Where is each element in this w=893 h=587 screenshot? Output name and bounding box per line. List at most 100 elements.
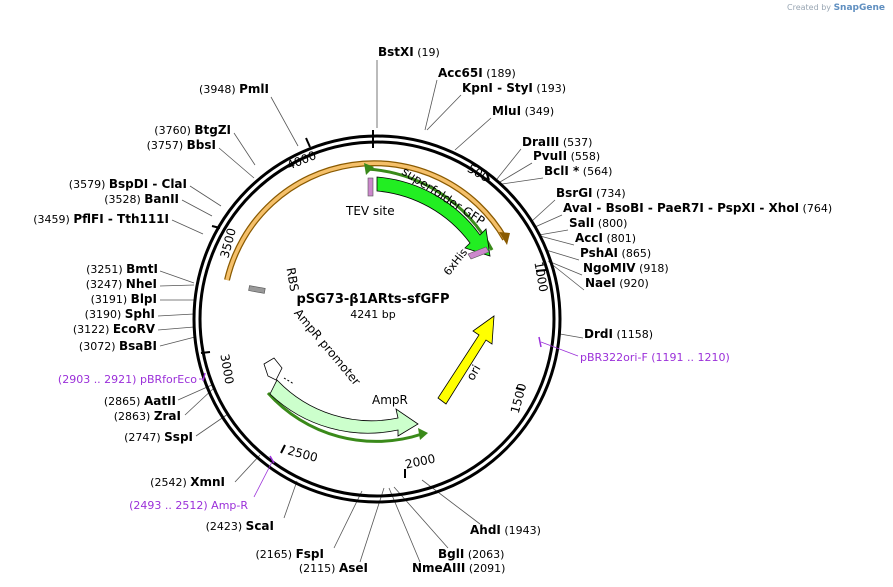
6xhis-feature (467, 246, 490, 260)
restriction-site-label: (3528) BanII (104, 192, 179, 206)
site-position: (2542) (150, 476, 187, 489)
site-name: SphI (125, 307, 155, 321)
site-name: BanII (144, 192, 179, 206)
site-position: (3122) (73, 323, 110, 336)
site-position: (3459) (33, 213, 70, 226)
tev-site-label: TEV site (345, 204, 395, 218)
tick-4000: 4000 (285, 148, 319, 172)
site-leader-line (181, 199, 213, 217)
restriction-site-label: AhdI (1943) (470, 523, 541, 537)
site-name: DrdI (584, 327, 613, 341)
site-leader-line (501, 177, 544, 185)
site-leader-line (531, 199, 556, 222)
site-leader-line (545, 249, 580, 261)
restriction-site-label: DraIII (537) (522, 135, 592, 149)
plasmid-backbone-inner (198, 140, 556, 498)
site-leader-line (159, 284, 195, 287)
position-ticks (200, 130, 547, 478)
site-position: (801) (606, 232, 636, 245)
site-name: PflFI - Tth111I (73, 212, 169, 226)
site-leader-line (539, 235, 575, 246)
restriction-site-label: NmeAIII (2091) (412, 561, 505, 575)
site-name: DraIII (522, 135, 559, 149)
primer-label: pBR322ori-F (1191 .. 1210) (580, 351, 730, 364)
restriction-site-label: BsrGI (734) (556, 186, 626, 200)
site-leader-line (270, 96, 299, 147)
primer-label: (2493 .. 2512) Amp-R (129, 499, 248, 512)
restriction-site-label: AvaI - BsoBI - PaeR7I - PspXI - XhoI (76… (563, 201, 832, 215)
site-name: BtgZI (194, 123, 231, 137)
restriction-site-label: (2747) SspI (124, 430, 193, 444)
site-position: (3072) (79, 340, 116, 353)
site-position: (564) (583, 165, 613, 178)
site-name: AhdI (470, 523, 501, 537)
site-position: (2115) (299, 562, 336, 575)
site-position: (349) (525, 105, 555, 118)
tick-2000: 2000 (404, 452, 437, 472)
site-position: (918) (639, 262, 669, 275)
site-leader-line (534, 214, 563, 228)
site-name: AvaI - BsoBI - PaeR7I - PspXI - XhoI (563, 201, 799, 215)
restriction-site-label: (2115) AseI (299, 561, 368, 575)
site-position: (2165) (256, 548, 293, 561)
site-position: (2865) (104, 395, 141, 408)
site-name: PmlI (239, 82, 269, 96)
site-position: (1158) (616, 328, 653, 341)
site-position: (800) (598, 217, 628, 230)
site-leader-line (157, 313, 195, 317)
site-name: EcoRV (113, 322, 156, 336)
site-leader-line (184, 386, 216, 416)
brand-prefix: Created by (787, 3, 832, 12)
site-position: (3251) (86, 263, 123, 276)
site-position: (3247) (86, 278, 123, 291)
site-position: (3528) (104, 193, 141, 206)
restriction-site-label: NaeI (920) (585, 276, 649, 290)
site-name: BsrGI (556, 186, 593, 200)
site-name: SalI (569, 216, 594, 230)
site-name: BlpI (131, 292, 157, 306)
restriction-site-label: AccI (801) (575, 231, 636, 245)
plasmid-name: pSG73-β1ARts-sfGFP (296, 292, 449, 307)
tev-site-feature (367, 177, 374, 197)
restriction-site-label: (3757) BbsI (147, 138, 216, 152)
site-leader-line (234, 454, 261, 483)
site-leader-line (157, 326, 195, 331)
site-name: BspDI - ClaI (109, 177, 187, 191)
restriction-site-label: SalI (800) (569, 216, 627, 230)
site-name: ScaI (246, 519, 274, 533)
tick-1500: 1500 (508, 382, 529, 415)
site-position: (734) (596, 187, 626, 200)
restriction-site-label: (3122) EcoRV (73, 322, 156, 336)
superfolder-gfp-feature (376, 176, 491, 257)
ori-feature (437, 315, 495, 405)
site-name: KpnI - StyI (462, 81, 533, 95)
site-position: (537) (563, 136, 593, 149)
site-position: (3757) (147, 139, 184, 152)
restriction-site-label: BstXI (19) (378, 45, 440, 59)
site-leader-line (499, 162, 533, 183)
site-leader-line (424, 79, 438, 131)
site-leader-line (283, 480, 298, 519)
restriction-site-label: (2165) FspI (256, 547, 324, 561)
site-position: (558) (571, 150, 601, 163)
primer-labels: pBR322ori-F (1191 .. 1210)(2903 .. 2921)… (58, 351, 730, 512)
site-name: NgoMIV (583, 261, 636, 275)
site-position: (3948) (199, 83, 236, 96)
restriction-site-label: PshAI (865) (580, 246, 651, 260)
site-name: BsaBI (119, 339, 157, 353)
site-position: (3191) (91, 293, 128, 306)
restriction-site-label: (3191) BlpI (91, 292, 157, 306)
site-position: (2863) (114, 410, 151, 423)
ampr-orf-arc (266, 392, 423, 443)
site-position: (2091) (469, 562, 506, 575)
plasmid-backbone (192, 134, 562, 504)
restriction-site-label: NgoMIV (918) (583, 261, 669, 275)
site-name: ZraI (154, 409, 181, 423)
site-name: NheI (126, 277, 157, 291)
site-name: FspI (296, 547, 324, 561)
site-position: (3760) (154, 124, 191, 137)
restriction-site-label: (2863) ZraI (114, 409, 181, 423)
orf-arc (225, 161, 507, 281)
brand-name: SnapGene (833, 3, 885, 13)
restriction-site-label: KpnI - StyI (193) (462, 81, 566, 95)
